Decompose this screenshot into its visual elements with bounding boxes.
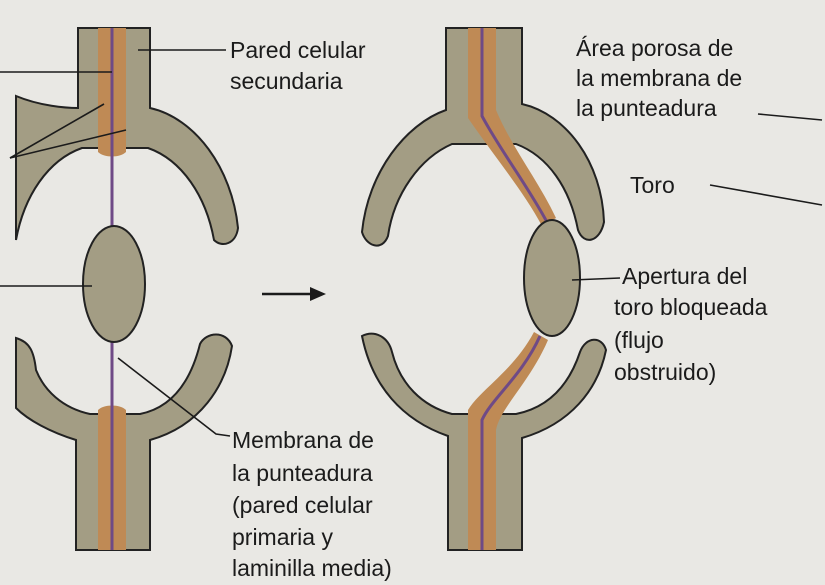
torus-left [83,226,145,342]
torus-right [524,220,580,336]
label-pared-celular: Pared celular secundaria [230,37,366,94]
membrana-label-line5: laminilla media) [232,555,392,581]
apertura-label-line4: obstruido) [614,359,716,385]
apertura-label-line2: toro bloqueada [614,294,768,320]
apertura-label-line1: Apertura del [622,263,747,289]
area-label-line3: la punteadura [576,95,717,121]
area-label-line1: Área porosa de [576,35,733,61]
leader-area-porosa [758,114,822,120]
label-apertura: Apertura del toro bloqueada (flujo obstr… [614,263,768,385]
pit-open-diagram [16,28,238,550]
membrana-label-line4: primaria y [232,524,333,550]
membrana-label-line1: Membrana de [232,427,374,453]
pared-label-line1: Pared celular [230,37,366,63]
area-label-line2: la membrana de [576,65,742,91]
leader-toro [710,185,822,205]
transition-arrow [262,287,326,301]
apertura-label-line3: (flujo [614,327,664,353]
label-area-porosa: Área porosa de la membrana de la puntead… [576,35,742,121]
pit-aspirated-diagram [362,28,606,550]
label-membrana: Membrana de la punteadura (pared celular… [232,427,392,581]
label-toro: Toro [630,172,675,198]
pared-label-line2: secundaria [230,68,343,94]
membrana-label-line2: la punteadura [232,460,373,486]
membrana-label-line3: (pared celular [232,492,373,518]
